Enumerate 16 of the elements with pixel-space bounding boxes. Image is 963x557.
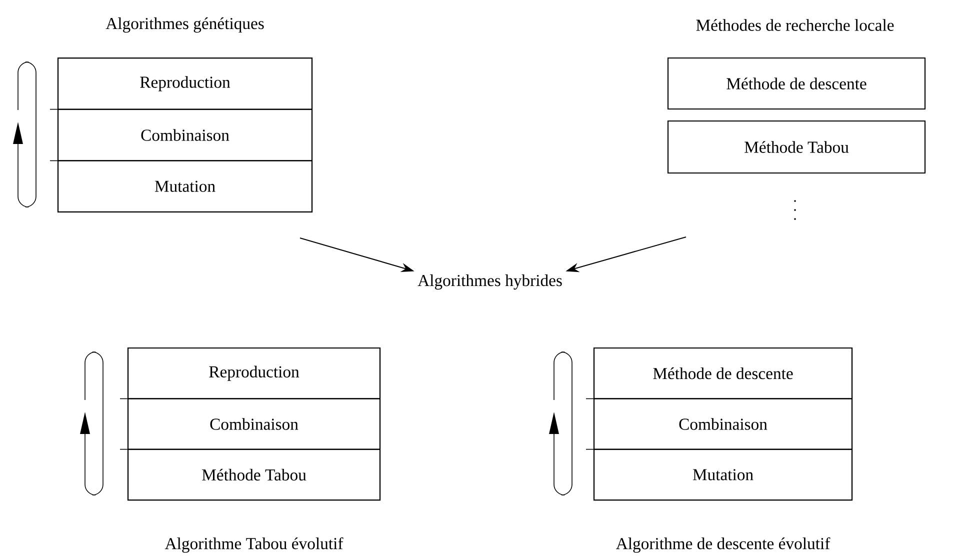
table-cell: Combinaison [57, 108, 313, 162]
node-label: Algorithme de descente évolutif [616, 537, 830, 553]
node-label: Algorithme Tabou évolutif [164, 537, 344, 553]
node-label: Algorithmes génétiques [106, 17, 264, 33]
table-cell: Méthode Tabou [127, 448, 381, 501]
table-cell: Mutation [57, 160, 313, 212]
table-cell: Combinaison [127, 398, 381, 450]
method-box: Méthode de descente [667, 57, 926, 110]
heading: Méthodes de recherche locale [696, 19, 894, 31]
table-cell: Reproduction [127, 347, 381, 400]
table-cell: Reproduction [57, 58, 313, 110]
table-cell: Méthode de descente [593, 347, 853, 400]
method-box: Méthode Tabou [667, 120, 926, 174]
table-cell: Combinaison [593, 398, 853, 450]
table-cell: Mutation [593, 448, 853, 501]
heading: Algorithmes hybrides [418, 274, 562, 290]
